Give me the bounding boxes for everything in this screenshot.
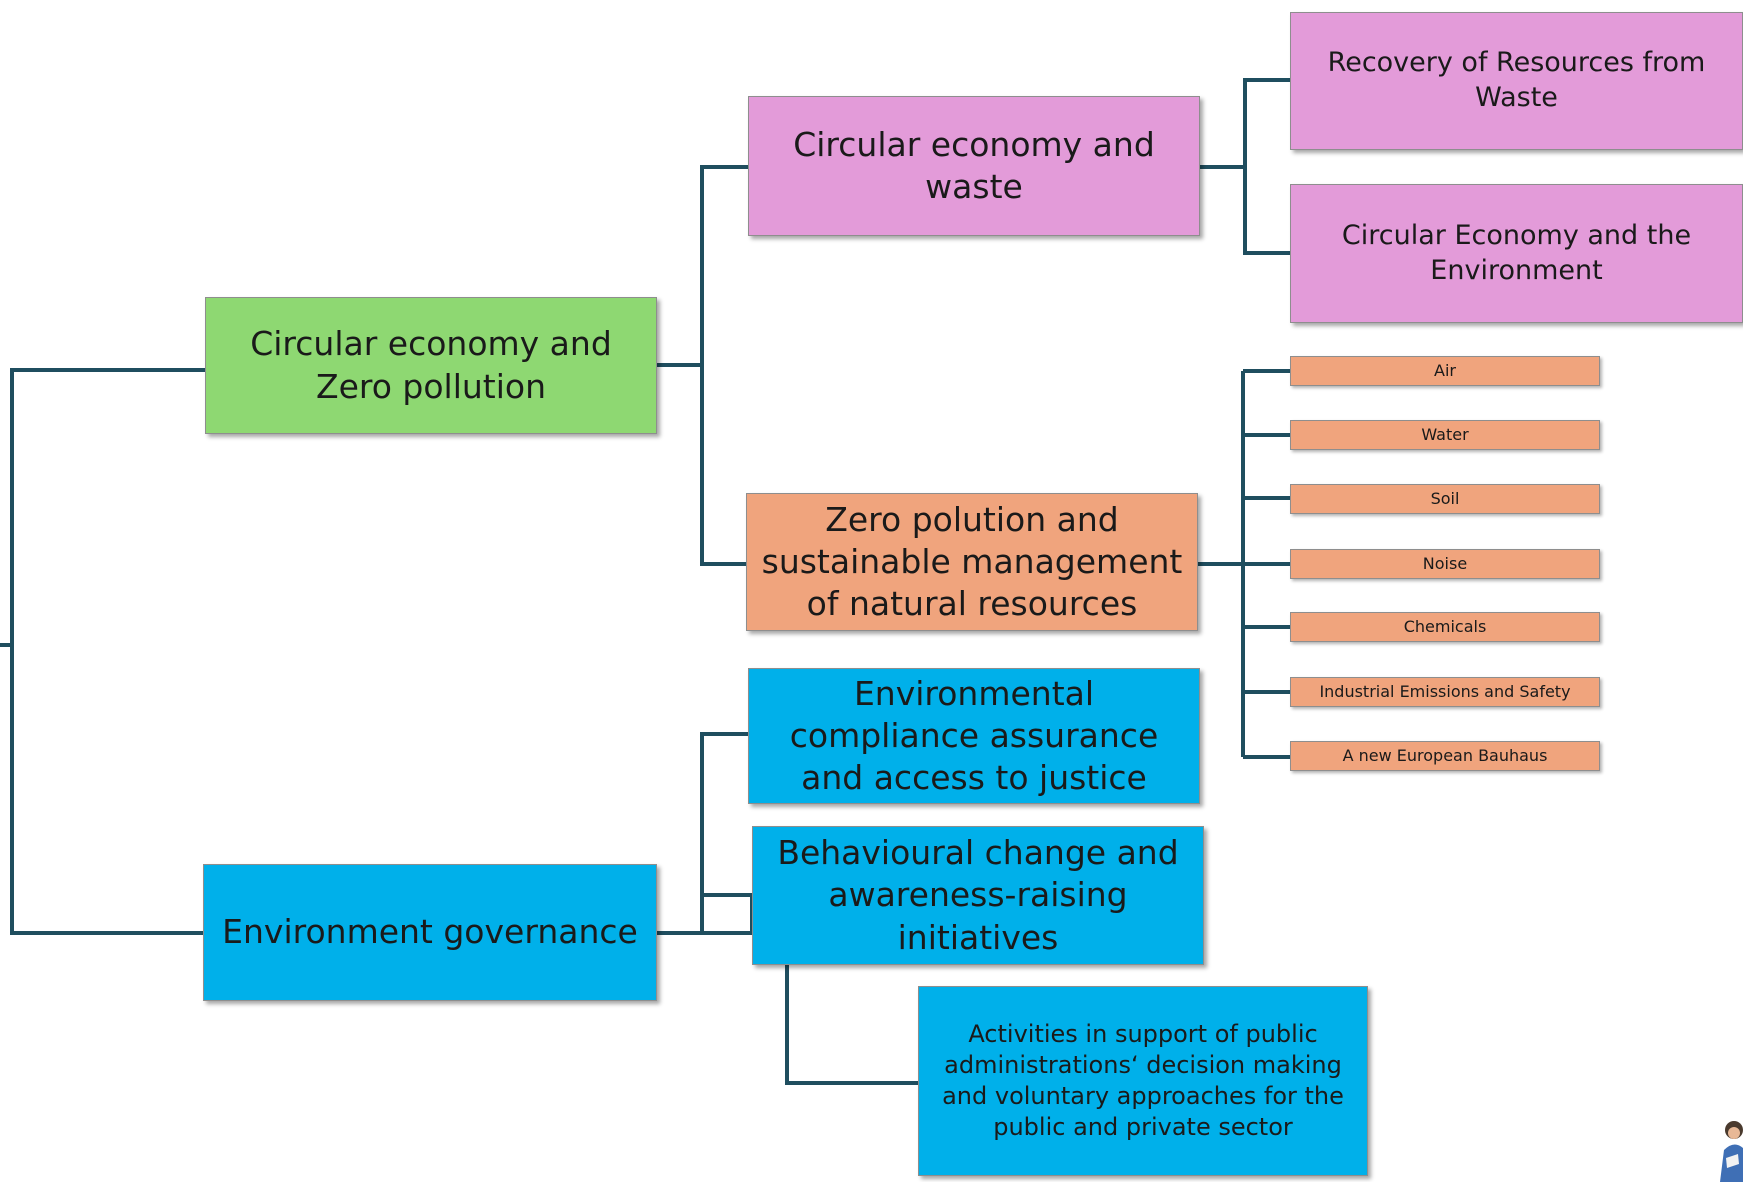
topic-european-bauhaus: A new European Bauhaus [1290, 741, 1600, 771]
person-figure-icon [1720, 1121, 1743, 1182]
node-recovery-resources: Recovery of Resources from Waste [1290, 12, 1743, 150]
connector-behavioural [785, 965, 920, 1085]
topic-soil: Soil [1290, 484, 1600, 514]
node-compliance-assurance: Environmental compliance assurance and a… [748, 668, 1200, 804]
node-circular-economy-zero-pollution: Circular economy and Zero pollution [205, 297, 657, 434]
connector-circular-waste [1200, 78, 1290, 255]
connector-zero-pollution [1198, 369, 1290, 759]
topic-chemicals: Chemicals [1290, 612, 1600, 642]
node-circular-economy-environment: Circular Economy and the Environment [1290, 184, 1743, 323]
node-behavioural-change: Behavioural change and awareness-raising… [752, 826, 1204, 965]
topic-noise: Noise [1290, 549, 1600, 579]
topic-water: Water [1290, 420, 1600, 450]
topic-air: Air [1290, 356, 1600, 386]
connector-env-governance [655, 732, 754, 935]
node-activities-support: Activities in support of public administ… [918, 986, 1368, 1176]
connector-root [0, 368, 205, 935]
node-circular-economy-waste: Circular economy and waste [748, 96, 1200, 236]
node-environment-governance: Environment governance [203, 864, 657, 1001]
topic-industrial-emissions: Industrial Emissions and Safety [1290, 677, 1600, 707]
node-zero-pollution: Zero polution and sustainable management… [746, 493, 1198, 631]
connector-circular-zero [655, 165, 748, 566]
